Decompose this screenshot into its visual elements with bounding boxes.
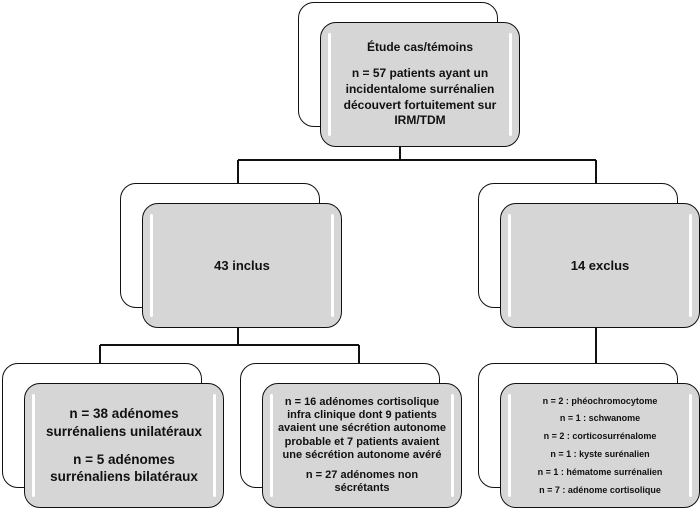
included-node: 43 inclus (142, 203, 342, 328)
top-node-body: n = 57 patients ayant un incidentalome s… (343, 66, 497, 128)
secretion-node: n = 16 adénomes cortisolique infra clini… (262, 383, 462, 508)
excluded-list-node: n = 2 : phéochromocytome n = 1 : schwano… (500, 383, 700, 508)
cortisol-secretion-text: n = 16 adénomes cortisolique infra clini… (277, 395, 447, 462)
adenomas-node: n = 38 adénomes surrénaliens unilatéraux… (24, 383, 224, 508)
excluded-item-hematoma: n = 1 : hématome surrénalien (537, 466, 663, 477)
bilateral-adenomas: n = 5 adénomes surrénaliens bilatéraux (50, 451, 198, 485)
unilateral-adenomas: n = 38 adénomes surrénaliens unilatéraux (45, 406, 203, 439)
top-node-title: Étude cas/témoins (366, 40, 474, 55)
excluded-list: n = 2 : phéochromocytome n = 1 : schwano… (538, 396, 663, 496)
excluded-item-schwannoma: n = 1 : schwanome (559, 413, 641, 424)
non-secreting-text: n = 27 adénomes non sécrétants (305, 468, 419, 495)
excluded-item-cortisol-adenoma: n = 7 : adénome cortisolique (539, 484, 661, 495)
excluded-label: 14 exclus (570, 258, 630, 273)
excluded-item-corticosurrenalome: n = 2 : corticosurrénalome (543, 431, 657, 442)
excluded-node: 14 exclus (500, 203, 700, 328)
included-label: 43 inclus (214, 258, 270, 273)
excluded-item-cyst: n = 1 : kyste surénalien (550, 449, 650, 459)
excluded-item-pheochromocytoma: n = 2 : phéochromocytome (542, 395, 658, 406)
top-node: Étude cas/témoins n = 57 patients ayant … (320, 22, 520, 147)
